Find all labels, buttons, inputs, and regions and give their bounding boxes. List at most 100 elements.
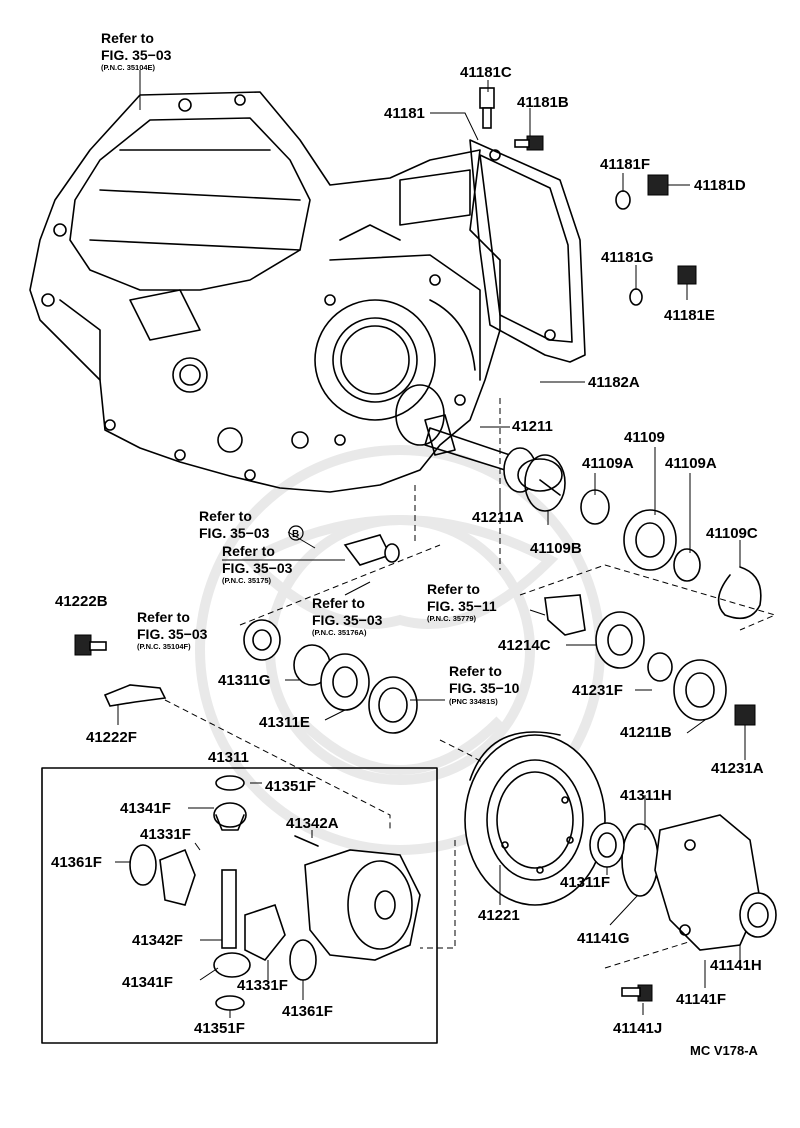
label-41141F[interactable]: 41141F — [676, 991, 726, 1008]
bolt-41141J — [621, 984, 653, 1002]
plug-41181E — [677, 265, 697, 285]
label-41181[interactable]: 41181 — [384, 105, 425, 122]
fill-plug-41181C — [479, 87, 495, 129]
svg-text:FIG. 35−03: FIG. 35−03 — [222, 560, 293, 576]
marker-b-icon — [288, 525, 304, 541]
bearing-41211B — [673, 659, 727, 721]
svg-text:(P.N.C. 35175): (P.N.C. 35175) — [222, 576, 272, 585]
oil-seal-left — [243, 619, 281, 661]
label-41342F[interactable]: 41342F — [132, 932, 183, 949]
svg-text:FIG. 35−03: FIG. 35−03 — [199, 525, 270, 541]
label-41141H[interactable]: 41141H — [710, 957, 762, 974]
label-41214C[interactable]: 41214C — [498, 637, 551, 654]
svg-text:Refer to: Refer to — [312, 595, 365, 611]
label-41141G[interactable]: 41141G — [577, 930, 630, 947]
svg-text:(P.N.C. 35176A): (P.N.C. 35176A) — [312, 628, 367, 637]
diagram-code: MC V178-A — [690, 1043, 759, 1058]
ref-35-11-35779[interactable]: Refer to FIG. 35−11 (P.N.C. 35779) — [427, 581, 497, 623]
label-41109B[interactable]: 41109B — [530, 540, 582, 557]
label-41231F[interactable]: 41231F — [572, 682, 623, 699]
label-41211[interactable]: 41211 — [512, 418, 553, 435]
bearing-41214C — [595, 611, 645, 669]
reference-notes: Refer to FIG. 35−03 (P.N.C. 35104E) Refe… — [101, 30, 520, 706]
washer-41181F — [615, 190, 631, 210]
bearing-41311F — [589, 822, 625, 868]
ref-35-03-35104E[interactable]: Refer to FIG. 35−03 (P.N.C. 35104E) — [101, 30, 172, 72]
label-41351F-top[interactable]: 41351F — [265, 778, 316, 795]
svg-text:Refer to: Refer to — [101, 30, 154, 46]
label-41109A-1[interactable]: 41109A — [582, 455, 634, 472]
ref-35-03-35104F[interactable]: Refer to FIG. 35−03 (P.N.C. 35104F) — [137, 609, 208, 651]
snap-ring-41109C — [717, 566, 762, 620]
label-41182A[interactable]: 41182A — [588, 374, 640, 391]
label-41109A-2[interactable]: 41109A — [665, 455, 717, 472]
label-41109[interactable]: 41109 — [624, 429, 665, 446]
label-41211B[interactable]: 41211B — [620, 724, 672, 741]
label-41181D[interactable]: 41181D — [694, 177, 746, 194]
bearing-41109 — [580, 489, 701, 582]
differential-box — [41, 767, 438, 1044]
svg-text:FIG. 35−10: FIG. 35−10 — [449, 680, 520, 696]
svg-text:Refer to: Refer to — [222, 543, 275, 559]
sensor-gear-ref — [544, 594, 586, 636]
label-41361F-bottom[interactable]: 41361F — [282, 1003, 333, 1020]
ring-gear-41221 — [464, 731, 606, 906]
svg-text:FIG. 35−03: FIG. 35−03 — [312, 612, 383, 628]
label-41181E[interactable]: 41181E — [664, 307, 715, 324]
part-labels: 41181C 41181B 41181 41181F 41181D 41181G… — [51, 64, 764, 1037]
label-41341F-top[interactable]: 41341F — [120, 800, 171, 817]
svg-text:Refer to: Refer to — [427, 581, 480, 597]
snap-ring-41109B — [524, 454, 566, 512]
label-41351F-bottom[interactable]: 41351F — [194, 1020, 245, 1037]
label-41341F-bottom[interactable]: 41341F — [122, 974, 173, 991]
svg-text:B: B — [292, 529, 299, 540]
label-41311[interactable]: 41311 — [208, 749, 249, 766]
bolt-41222B — [74, 634, 107, 656]
differential-parts — [129, 775, 421, 1011]
label-41311E[interactable]: 41311E — [259, 714, 310, 731]
svg-text:(P.N.C. 35779): (P.N.C. 35779) — [427, 614, 477, 623]
svg-text:Refer to: Refer to — [449, 663, 502, 679]
label-41311F[interactable]: 41311F — [560, 874, 610, 891]
label-41222B[interactable]: 41222B — [55, 593, 108, 610]
label-41222F[interactable]: 41222F — [86, 729, 137, 746]
washer-41181G — [629, 288, 643, 306]
oil-seal-35-10 — [368, 676, 418, 734]
label-41231A[interactable]: 41231A — [711, 760, 764, 777]
label-41109C[interactable]: 41109C — [706, 525, 758, 542]
svg-text:Refer to: Refer to — [199, 508, 252, 524]
label-41221[interactable]: 41221 — [478, 907, 520, 924]
bushing-41231F — [647, 652, 673, 682]
plug-41181D — [647, 174, 669, 196]
side-cover — [469, 139, 586, 363]
case-cover-41141F — [621, 814, 777, 951]
label-41331F-top[interactable]: 41331F — [140, 826, 191, 843]
label-41181B[interactable]: 41181B — [517, 94, 569, 111]
label-41141J[interactable]: 41141J — [613, 1020, 662, 1037]
svg-text:(P.N.C. 35104E): (P.N.C. 35104E) — [101, 63, 156, 72]
label-41211A[interactable]: 41211A — [472, 509, 524, 526]
output-shaft-41211 — [424, 414, 563, 496]
ref-35-03-35176A[interactable]: Refer to FIG. 35−03 (P.N.C. 35176A) — [312, 595, 383, 637]
svg-text:(PNC 33481S): (PNC 33481S) — [449, 697, 498, 706]
label-41342A[interactable]: 41342A — [286, 815, 339, 832]
label-41181C[interactable]: 41181C — [460, 64, 512, 81]
leader-lines — [115, 70, 746, 1018]
bearing-41311E — [320, 653, 370, 711]
ref-35-10-33481S[interactable]: Refer to FIG. 35−10 (PNC 33481S) — [449, 663, 520, 706]
svg-text:FIG. 35−03: FIG. 35−03 — [137, 626, 208, 642]
svg-text:FIG. 35−03: FIG. 35−03 — [101, 47, 172, 63]
label-41181G[interactable]: 41181G — [601, 249, 654, 266]
label-41181F[interactable]: 41181F — [600, 156, 650, 173]
svg-text:(P.N.C. 35104F): (P.N.C. 35104F) — [137, 642, 191, 651]
label-41311H[interactable]: 41311H — [620, 787, 672, 804]
label-41361F-left[interactable]: 41361F — [51, 854, 102, 871]
ref-35-03-B[interactable]: Refer to FIG. 35−03 B — [199, 508, 304, 541]
svg-text:FIG. 35−11: FIG. 35−11 — [427, 598, 497, 614]
bracket-41222F — [103, 684, 167, 707]
ref-35-03-35175[interactable]: Refer to FIG. 35−03 (P.N.C. 35175) — [222, 543, 293, 585]
label-41311G[interactable]: 41311G — [218, 672, 271, 689]
label-41331F-bottom[interactable]: 41331F — [237, 977, 288, 994]
svg-text:Refer to: Refer to — [137, 609, 190, 625]
